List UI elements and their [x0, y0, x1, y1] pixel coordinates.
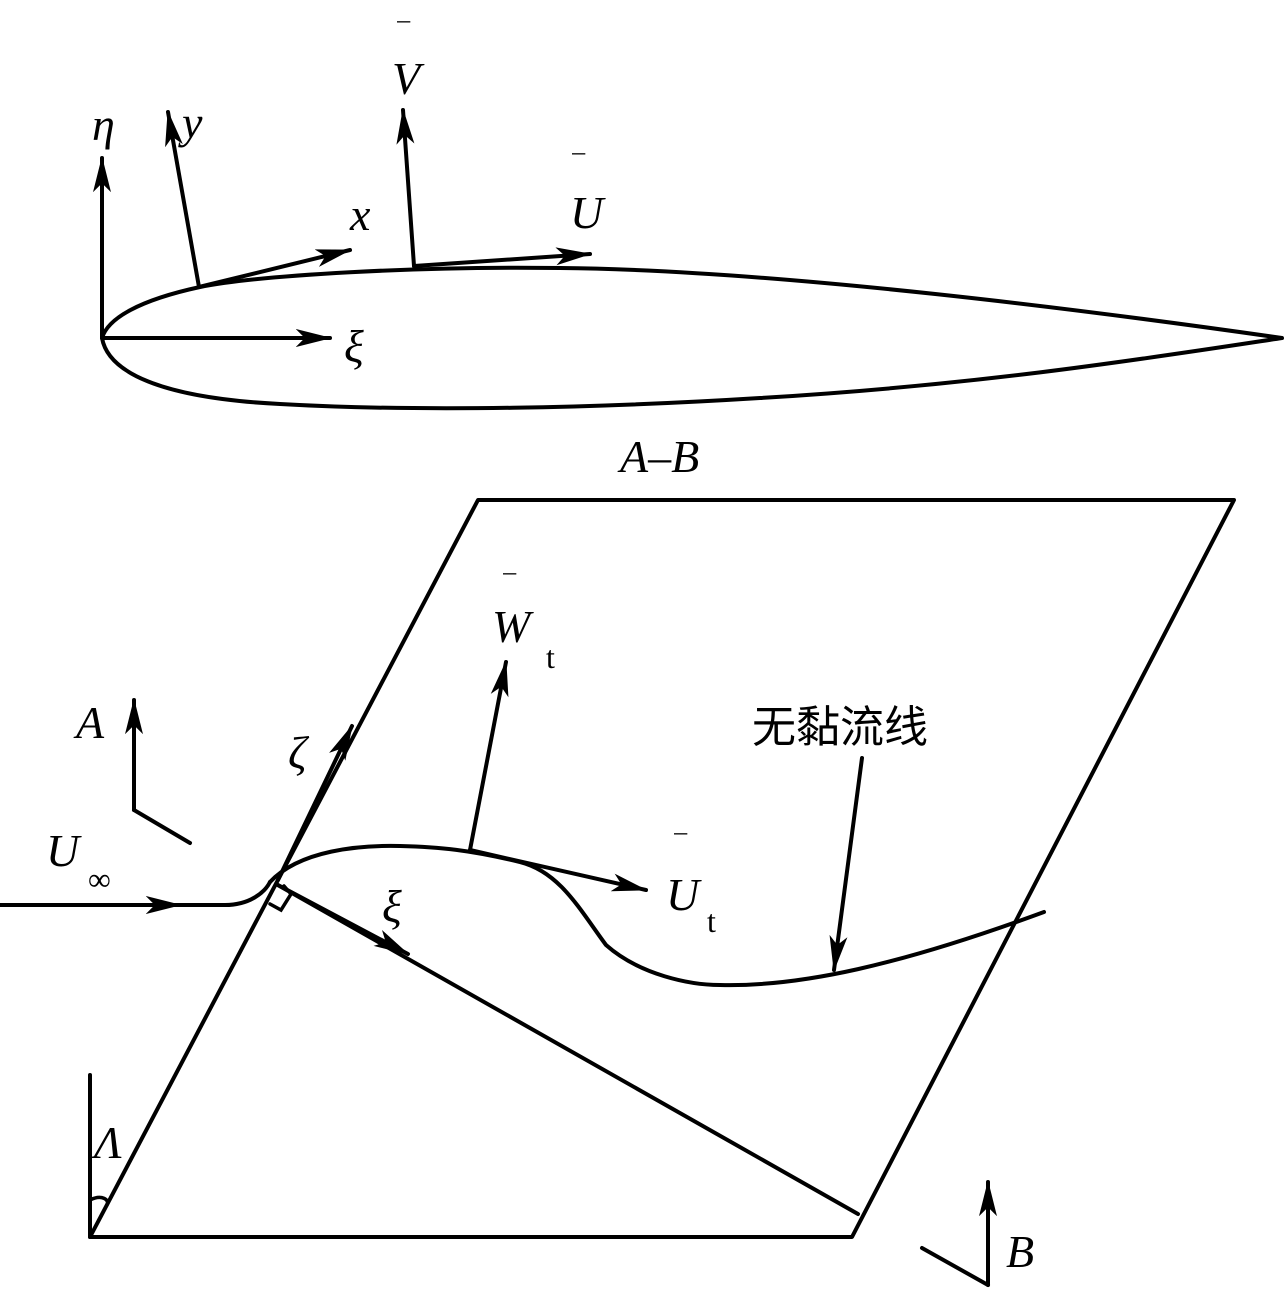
u-infinity-label: U	[46, 825, 82, 876]
u-t-subscript: t	[707, 903, 716, 939]
u-t-label: U	[666, 869, 702, 920]
u-bar-label: U	[570, 187, 606, 238]
xi-arrow	[274, 882, 410, 956]
v-bar-label: V	[392, 53, 425, 104]
w-t-subscript: t	[546, 639, 555, 675]
airfoil-section: η ξ y x ‾ V ‾ U	[92, 19, 1284, 411]
freestream-streamline	[0, 880, 272, 907]
w-t-overline: ‾	[503, 571, 517, 608]
swept-wing-plan: A B U ∞ ζ ξ ‾ W t ‾ U t 无黏流线	[0, 498, 1236, 1287]
x-label: x	[349, 189, 371, 240]
section-b-tick	[920, 1246, 990, 1287]
u-infinity-subscript: ∞	[88, 861, 111, 897]
y-axis-arrow	[165, 110, 201, 289]
inviscid-streamline-pointer	[829, 756, 864, 972]
u-bar-overline: ‾	[572, 151, 586, 188]
inviscid-streamline-label: 无黏流线	[752, 702, 928, 753]
section-cut-label: A–B	[617, 431, 699, 482]
v-bar-arrow	[396, 108, 416, 268]
u-t-arrow	[468, 848, 648, 892]
zeta-arrow	[276, 724, 354, 882]
section-a-label: A	[73, 697, 105, 748]
x-axis-arrow	[197, 248, 352, 289]
inviscid-streamline-curve	[268, 843, 1046, 988]
xi-chord-line	[274, 882, 860, 1216]
wing-planform-parallelogram	[88, 498, 1236, 1239]
sweep-angle-label: Λ	[90, 1117, 122, 1168]
u-t-overline: ‾	[674, 831, 688, 868]
xi-label-top: ξ	[344, 321, 364, 372]
v-bar-overline: ‾	[397, 19, 411, 56]
w-t-arrow	[468, 660, 509, 852]
xi-label-bottom: ξ	[382, 881, 402, 932]
eta-label: η	[92, 99, 115, 150]
u-bar-arrow	[412, 247, 592, 268]
sweep-angle-arc	[88, 1195, 110, 1207]
y-label: y	[178, 97, 203, 148]
w-t-label: W	[492, 601, 534, 652]
section-b-label: B	[1006, 1226, 1034, 1277]
section-a-tick	[132, 808, 192, 845]
right-angle-marker	[268, 884, 294, 913]
zeta-label: ζ	[288, 727, 310, 778]
